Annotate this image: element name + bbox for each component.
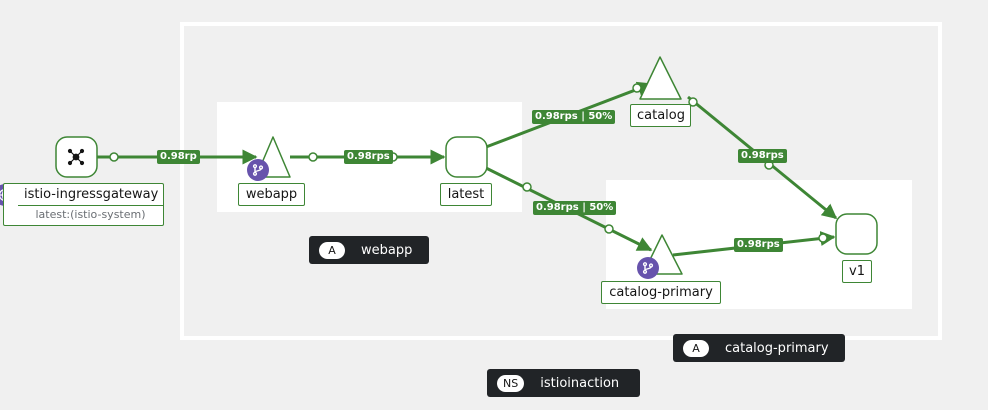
edge-label-catalog-primary-v1: 0.98rps [734,238,783,252]
node-label-webapp[interactable]: webapp [238,183,305,206]
catalog-node[interactable] [639,56,682,100]
edge-label-catalog-v1: 0.98rps [738,149,787,163]
code-branch-icon [637,257,659,279]
node-name: catalog-primary [609,285,713,300]
edge-handle [604,224,614,234]
edge-handle [818,233,828,243]
app-tag-name: catalog-primary [725,340,829,356]
namespace-tag-pill: NS [497,374,525,392]
edge-label-gateway-webapp: 0.98rp [157,150,200,164]
namespace-box[interactable] [180,22,942,340]
node-name: latest [447,187,485,202]
edge-handle [308,152,318,162]
app-tag-pill: A [683,339,709,357]
code-branch-icon [247,159,269,181]
node-label-catalog-primary[interactable]: catalog-primary [601,281,721,304]
network-hub-icon [67,148,85,166]
node-name: istio-ingressgateway [24,187,159,202]
node-label-v1[interactable]: v1 [842,260,872,283]
app-tag-pill: A [319,241,345,259]
namespace-tag[interactable]: NS istioinaction [487,369,640,397]
node-name: catalog [637,108,685,123]
node-version: latest:(istio-system) [18,205,163,225]
node-name: v1 [849,264,865,279]
namespace-tag-name: istioinaction [540,375,620,391]
app-tag-catalog-primary[interactable]: A catalog-primary [673,334,845,362]
node-label-catalog[interactable]: catalog [630,104,691,127]
edge-handle [109,152,119,162]
edge-handle [522,182,532,192]
app-tag-name: webapp [361,242,413,258]
node-name: webapp [245,187,298,202]
node-label-gateway[interactable]: istio-ingressgateway latest:(istio-syste… [3,183,164,226]
latest-node[interactable] [445,136,488,178]
app-tag-webapp[interactable]: A webapp [309,236,429,264]
edge-handle [632,83,642,93]
v1-node[interactable] [835,213,878,255]
edge-label-webapp-latest: 0.98rps [344,150,393,164]
edge-handle [688,97,698,107]
edge-label-latest-catalog-primary: 0.98rps | 50% [533,201,617,215]
edge-label-latest-catalog: 0.98rps | 50% [532,110,616,124]
node-label-latest[interactable]: latest [440,183,492,206]
